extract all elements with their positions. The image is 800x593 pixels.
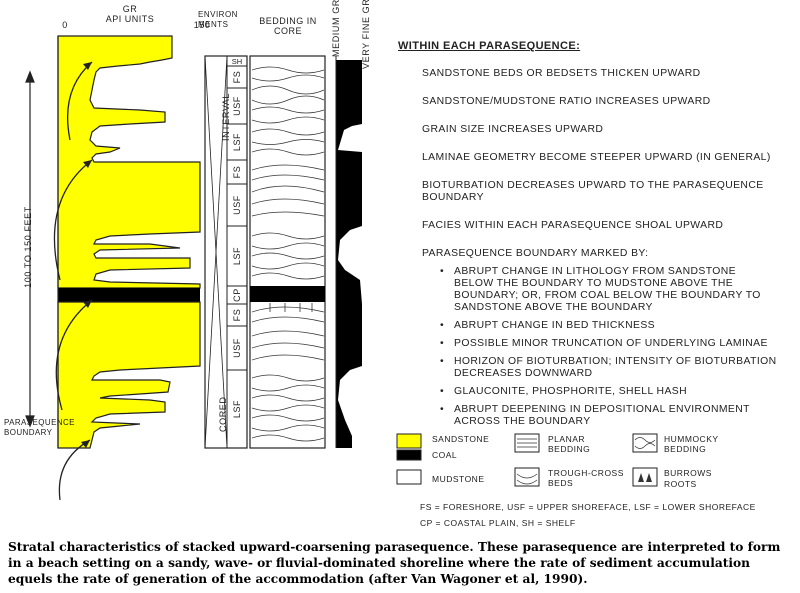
- boundary-list: •ABRUPT CHANGE IN LITHOLOGY FROM SANDSTO…: [440, 266, 778, 428]
- abbreviations-line-1: FS = FORESHORE, USF = UPPER SHOREFACE, L…: [420, 502, 756, 512]
- legend-burrows: BURROWS: [664, 468, 712, 478]
- burrows-roots-swatch: [632, 467, 658, 487]
- cored-label: CORED: [218, 396, 228, 432]
- boundary-item: •ABRUPT CHANGE IN LITHOLOGY FROM SANDSTO…: [440, 266, 761, 313]
- facies-label: USF: [232, 338, 242, 358]
- coal-bed-core: [250, 286, 325, 302]
- environments-header: ENVIRON MENTS: [198, 10, 238, 29]
- gr-title: GR: [122, 4, 138, 14]
- gr-units: API UNITS: [105, 14, 155, 24]
- gr-scale-max: 150: [193, 20, 211, 30]
- legend-roots: ROOTS: [664, 479, 697, 489]
- boundary-heading: PARASEQUENCE BOUNDARY MARKED BY:: [422, 248, 649, 259]
- boundary-item: •POSSIBLE MINOR TRUNCATION OF UNDERLYING…: [440, 338, 768, 349]
- mudstone-swatch: [396, 469, 422, 485]
- facies-label: SH: [231, 57, 243, 66]
- facies-label: FS: [232, 70, 242, 84]
- sandstone-swatch: [396, 433, 422, 449]
- note-item: LAMINAE GEOMETRY BECOME STEEPER UPWARD (…: [422, 152, 771, 163]
- coal-swatch: [396, 449, 422, 461]
- parasequence-notes: WITHIN EACH PARASEQUENCE: SANDSTONE BEDS…: [398, 40, 778, 434]
- note-item: BIOTURBATION DECREASES UPWARD TO THE PAR…: [422, 180, 764, 203]
- facies-label: USF: [232, 195, 242, 215]
- thickness-arrow: [25, 70, 35, 428]
- note-item: SANDSTONE/MUDSTONE RATIO INCREASES UPWAR…: [422, 96, 711, 107]
- trough-swatch: [514, 467, 540, 487]
- facies-label: LSF: [232, 399, 242, 419]
- figure-caption: Stratal characteristics of stacked upwar…: [0, 535, 800, 593]
- note-item: GRAIN SIZE INCREASES UPWARD: [422, 124, 604, 135]
- facies-label: FS: [232, 165, 242, 179]
- facies-label: LSF: [232, 132, 242, 152]
- abbreviations-line-2: CP = COASTAL PLAIN, SH = SHELF: [420, 518, 576, 528]
- thickness-label: 100 TO 150 FEET: [23, 206, 33, 288]
- bedding-header: BEDDING IN CORE: [259, 16, 317, 36]
- legend-trough: TROUGH-CROSS BEDS: [548, 468, 624, 488]
- very-fine-grained-header: VERY FINE GRAINED: [361, 0, 371, 69]
- legend-swatches: [396, 433, 658, 487]
- boundary-item: •GLAUCONITE, PHOSPHORITE, SHELL HASH: [440, 386, 688, 397]
- hummocky-swatch: [632, 433, 658, 453]
- legend-coal: COAL: [432, 450, 458, 460]
- boundary-item: •HORIZON OF BIOTURBATION; INTENSITY OF B…: [440, 356, 777, 379]
- interval-label: INTERVAL: [221, 93, 231, 141]
- facies-label: USF: [232, 96, 242, 116]
- legend-planar: PLANAR BEDDING: [548, 434, 591, 454]
- gr-log-curve: [57, 35, 201, 449]
- legend-sandstone: SANDSTONE: [432, 434, 490, 444]
- note-item: FACIES WITHIN EACH PARASEQUENCE SHOAL UP…: [422, 220, 724, 231]
- boundary-label: PARASEQUENCE BOUNDARY: [4, 418, 75, 437]
- boundary-item: •ABRUPT DEEPENING IN DEPOSITIONAL ENVIRO…: [440, 404, 750, 427]
- facies-label: FS: [232, 308, 242, 322]
- bedding-column: [249, 55, 326, 449]
- legend-mudstone: MUDSTONE: [432, 474, 485, 484]
- note-item: SANDSTONE BEDS OR BEDSETS THICKEN UPWARD: [422, 68, 701, 79]
- boundary-item: •ABRUPT CHANGE IN BED THICKNESS: [440, 320, 655, 331]
- environments-column: [204, 55, 248, 449]
- legend-hummocky: HUMMOCKY BEDDING: [664, 434, 719, 454]
- gr-scale-min: 0: [62, 20, 68, 30]
- notes-heading: WITHIN EACH PARASEQUENCE:: [398, 40, 581, 52]
- stratigraphic-column: [25, 35, 362, 501]
- medium-grained-header: MEDIUM GRAINED: [331, 0, 341, 57]
- facies-label: LSF: [232, 246, 242, 266]
